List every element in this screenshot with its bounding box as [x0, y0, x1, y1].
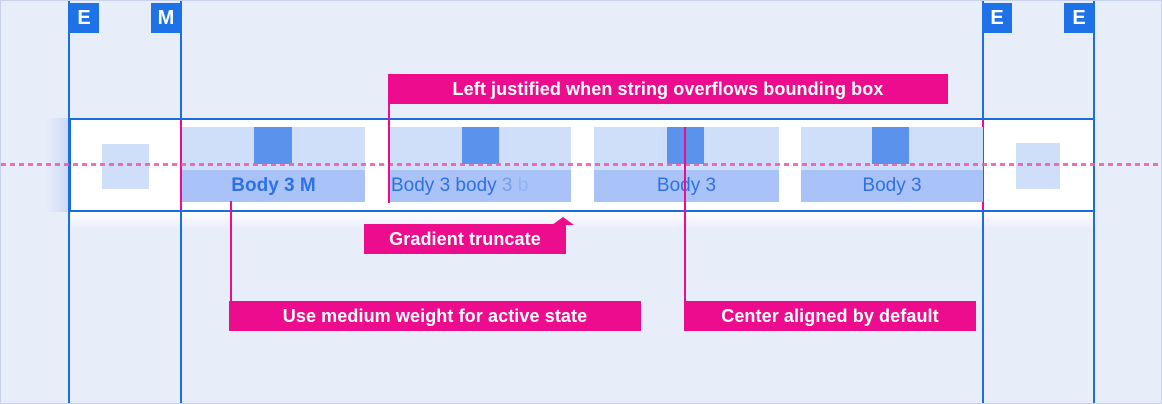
marker-e-right-edge: E — [1064, 3, 1094, 33]
callout-line-center-aligned — [684, 127, 686, 302]
marker-e-right-inner: E — [982, 3, 1012, 33]
center-dashed-line — [1, 163, 1161, 166]
tab-item-3[interactable]: Body 3 — [594, 170, 779, 202]
edge-spacing-square-right — [1016, 143, 1060, 189]
tab-item-4[interactable]: Body 3 — [801, 170, 983, 202]
marker-m: M — [151, 3, 181, 33]
edge-spacing-square-left — [102, 144, 149, 189]
band-bottom-glow — [71, 212, 1093, 230]
spacing-indicator-square-1 — [254, 127, 292, 164]
annotation-left-justified: Left justified when string overflows bou… — [388, 74, 948, 104]
tab-label-fade-part: 3 — [501, 175, 518, 196]
tab-item-active[interactable]: Body 3 M — [182, 170, 365, 202]
tab-label-visible-part: Body 3 body — [391, 175, 502, 196]
callout-line-left-justified — [388, 104, 390, 203]
tab-item-truncated[interactable]: Body 3 body 3 b — [390, 170, 571, 202]
annotation-gradient-truncate: Gradient truncate — [364, 224, 566, 254]
callout-line-medium-weight — [230, 201, 232, 302]
annotation-center-aligned: Center aligned by default — [684, 301, 976, 331]
spacing-indicator-square-4 — [872, 127, 909, 164]
gradient-truncate-arrow-icon — [552, 217, 574, 225]
spacing-indicator-square-2 — [462, 127, 499, 164]
annotation-medium-weight: Use medium weight for active state — [229, 301, 641, 331]
marker-e-left: E — [69, 3, 99, 33]
tab-label-fade-end-part: b — [517, 175, 529, 196]
